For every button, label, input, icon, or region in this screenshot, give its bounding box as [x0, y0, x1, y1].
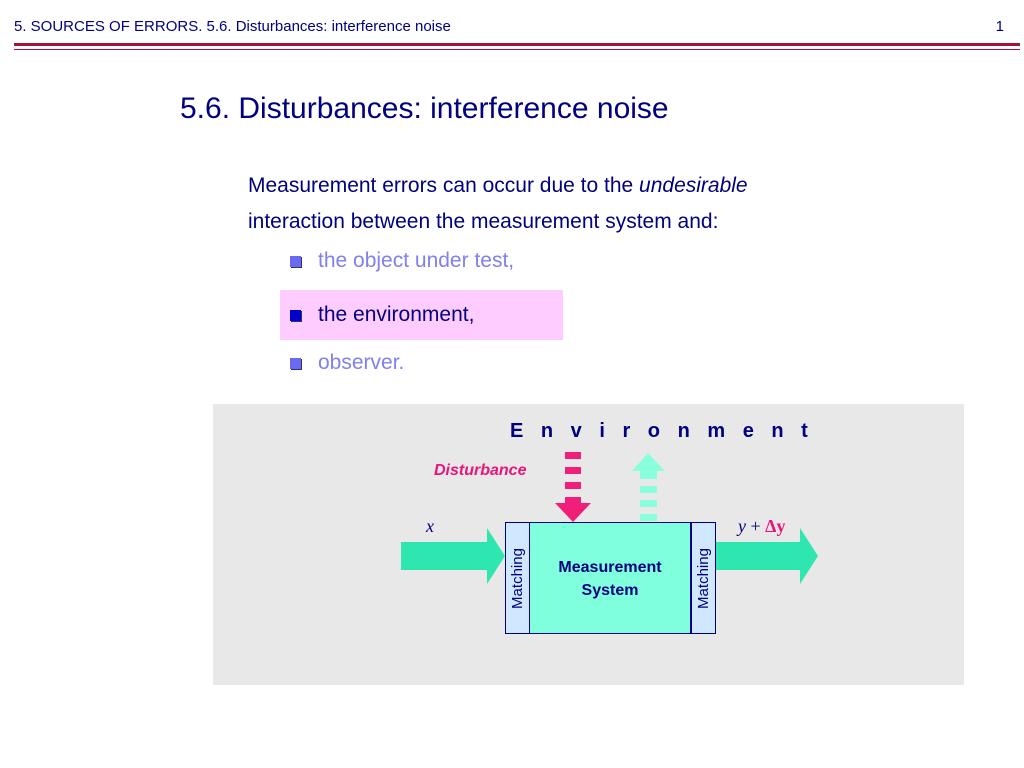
matching-left-box	[505, 522, 530, 634]
output-plus: +	[746, 516, 766, 536]
system-label-line1: Measurement	[558, 559, 662, 576]
input-arrow-icon	[401, 528, 505, 584]
environment-label: E n v i r o n m e n t	[510, 420, 814, 442]
intro-paragraph: Measurement errors can occur due to the …	[248, 168, 928, 240]
matching-right-label: Matching	[695, 547, 712, 609]
matching-left: Matching	[505, 522, 530, 634]
bullet-item-object: the object under test,	[280, 236, 563, 286]
bullet-item-observer: observer.	[280, 338, 563, 388]
intro-text-start: Measurement errors can occur due to the	[248, 174, 640, 197]
page-number: 1	[995, 18, 1004, 35]
output-y: y	[738, 516, 746, 536]
header-rule-thick	[14, 43, 1020, 46]
bullet-text: the environment,	[318, 303, 475, 326]
bullet-text: the object under test,	[318, 249, 515, 272]
output-arrow-icon	[716, 528, 818, 584]
matching-right-box	[691, 522, 716, 634]
intro-emphasis: undesirable	[639, 174, 748, 197]
disturbance-label: Disturbance	[434, 462, 527, 479]
measurement-system-box	[529, 522, 691, 634]
feedback-arrow-icon	[632, 453, 665, 521]
bullet-square-icon	[290, 309, 301, 321]
intro-text-end: interaction between the measurement syst…	[248, 210, 719, 233]
header-rule-thin	[14, 49, 1020, 50]
slide-title: 5.6. Disturbances: interference noise	[180, 92, 669, 125]
matching-right: Matching	[691, 522, 716, 634]
bullet-square-icon	[290, 255, 301, 267]
bullet-text: observer.	[318, 351, 405, 374]
header-title: 5. SOURCES OF ERRORS. 5.6. Disturbances:…	[14, 18, 451, 35]
system-label-line2: System	[581, 582, 639, 599]
output-delta: Δy	[765, 516, 786, 536]
output-label: y + Δy	[738, 516, 785, 537]
bullet-square-icon	[290, 357, 301, 369]
input-label: x	[426, 516, 434, 536]
disturbance-arrow-icon	[555, 452, 591, 522]
matching-left-label: Matching	[509, 547, 526, 609]
bullet-item-environment: the environment,	[280, 290, 563, 340]
